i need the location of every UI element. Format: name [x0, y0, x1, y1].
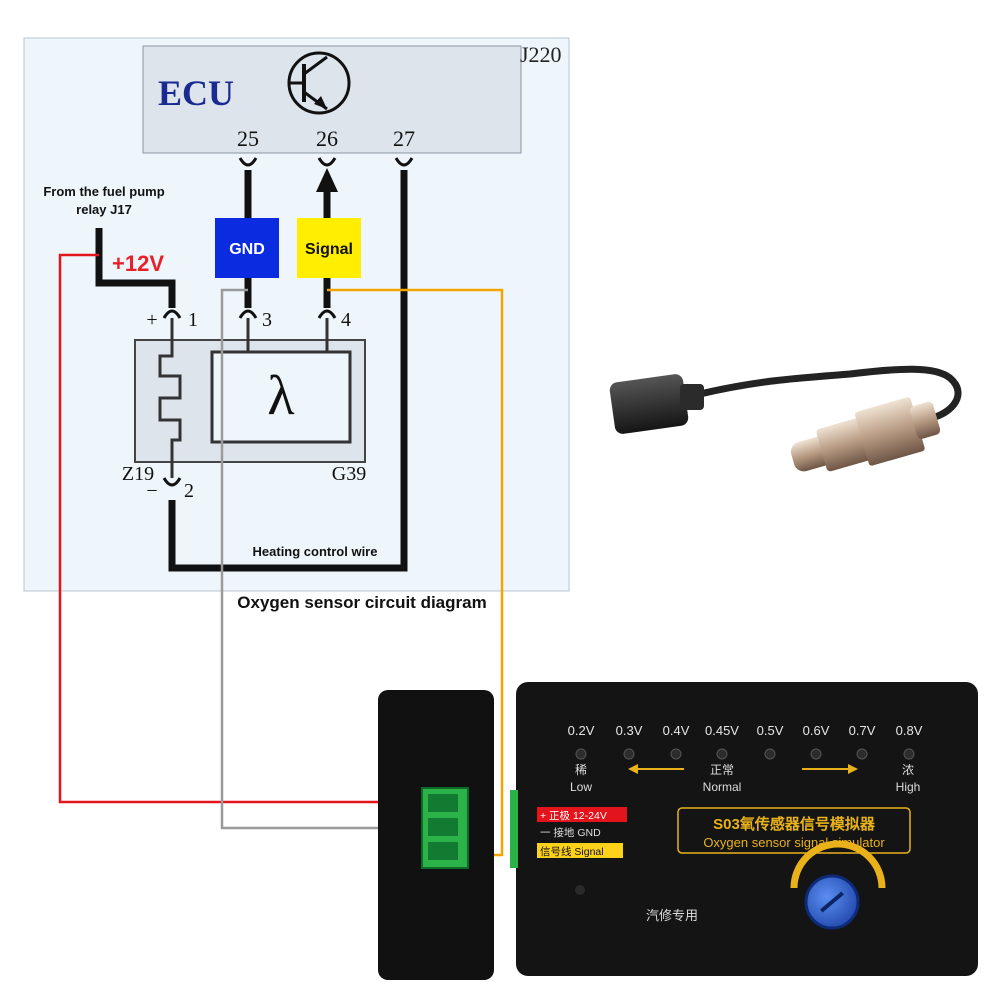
ecu-block — [142, 45, 522, 154]
sensor-cable — [699, 365, 962, 424]
ecu-label: ECU — [158, 73, 234, 113]
sensor-pin-1: 1 — [188, 309, 198, 331]
knob-dial-arc — [790, 840, 886, 889]
sensor-plug — [609, 374, 689, 434]
sensor-connector-hooks — [162, 309, 337, 487]
gnd-tag-label: GND — [229, 241, 265, 258]
simulator-title-cn: S03氧传感器信号模拟器 — [713, 815, 876, 833]
power-led — [575, 885, 585, 895]
ecu-connector-hooks — [238, 157, 414, 167]
ecu-pin-27: 27 — [393, 126, 415, 151]
sensor-pin-3: 3 — [262, 309, 272, 331]
knob-slot — [819, 891, 845, 913]
ecu-pin-25: 25 — [237, 126, 259, 151]
lambda-symbol: λ — [267, 365, 294, 427]
heater-element — [158, 318, 182, 478]
heater-label: Z19 — [122, 463, 154, 485]
voltage-label-2: 0.4V — [663, 723, 690, 738]
lean-label-cn: 稀 — [575, 763, 587, 777]
voltage-scale: 0.2V 0.3V 0.4V 0.45V 0.5V 0.6V 0.7V 0.8V — [568, 723, 923, 760]
voltage-label-6: 0.7V — [849, 723, 876, 738]
simulator-footer-cn: 汽修专用 — [646, 908, 698, 923]
circuit-diagram: ECU J220 25 26 27 G — [23, 37, 570, 592]
sensor-pin-4: 4 — [341, 309, 351, 331]
arrow-right-icon — [802, 764, 858, 774]
terminal-positive-label: + 正极 12-24V — [540, 809, 607, 822]
sensor-minus-mark: − — [146, 480, 157, 502]
simulator-title-frame — [677, 807, 911, 854]
sensor-pin-2: 2 — [184, 480, 194, 502]
signal-tag-label: Signal — [305, 241, 353, 258]
voltage-label-5: 0.6V — [803, 723, 830, 738]
terminal-signal-tag — [537, 843, 623, 858]
terminal-positive-tag — [537, 807, 627, 822]
diagram-caption: Oxygen sensor circuit diagram — [237, 593, 486, 612]
gnd-tag — [215, 218, 279, 278]
source-note-line1: From the fuel pump — [43, 184, 164, 199]
simulator-side-connector — [510, 790, 518, 868]
voltage-led-2 — [670, 748, 682, 760]
terminal-screws — [428, 794, 458, 860]
lean-label-en: Low — [570, 780, 592, 794]
gray-ground-wire — [220, 288, 428, 830]
red-power-wire — [58, 253, 428, 804]
terminal-module — [378, 690, 494, 980]
ecu-pin-26: 26 — [316, 126, 338, 151]
voltage-label-7: 0.8V — [896, 723, 923, 738]
voltage-led-1 — [623, 748, 635, 760]
signal-tag — [297, 218, 361, 278]
arrow-left-icon — [628, 764, 684, 774]
signal-arrow-icon — [316, 168, 338, 192]
voltage-label-3: 0.45V — [705, 723, 739, 738]
voltage-label-0: 0.2V — [568, 723, 595, 738]
rich-label-en: High — [896, 780, 921, 794]
voltage-led-3 — [716, 748, 728, 760]
terminal-ground-label: 一 接地 GND — [540, 826, 601, 839]
normal-label-cn: 正常 — [710, 763, 734, 777]
heating-wire-label: Heating control wire — [253, 544, 378, 559]
voltage-label: +12V — [112, 251, 164, 276]
sensor-plus-mark: + — [146, 309, 157, 331]
ecu-part-number: J220 — [520, 42, 562, 67]
sensor-plug-boot — [680, 384, 704, 410]
voltage-led-0 — [575, 748, 587, 760]
source-note-line2: relay J17 — [76, 202, 132, 217]
voltage-led-6 — [856, 748, 868, 760]
voltage-led-7 — [903, 748, 915, 760]
voltage-label-1: 0.3V — [616, 723, 643, 738]
lambda-element — [210, 350, 352, 444]
voltage-led-5 — [810, 748, 822, 760]
sensor-label: G39 — [332, 463, 366, 485]
rich-label-cn: 浓 — [902, 763, 914, 777]
normal-label-en: Normal — [703, 780, 742, 794]
transistor-icon — [287, 51, 351, 115]
voltage-led-4 — [764, 748, 776, 760]
voltage-label-4: 0.5V — [757, 723, 784, 738]
terminal-signal-label: 信号线 Signal — [540, 845, 604, 858]
oxygen-sensor-photo — [609, 365, 962, 472]
sensor-metal-body — [790, 397, 941, 472]
